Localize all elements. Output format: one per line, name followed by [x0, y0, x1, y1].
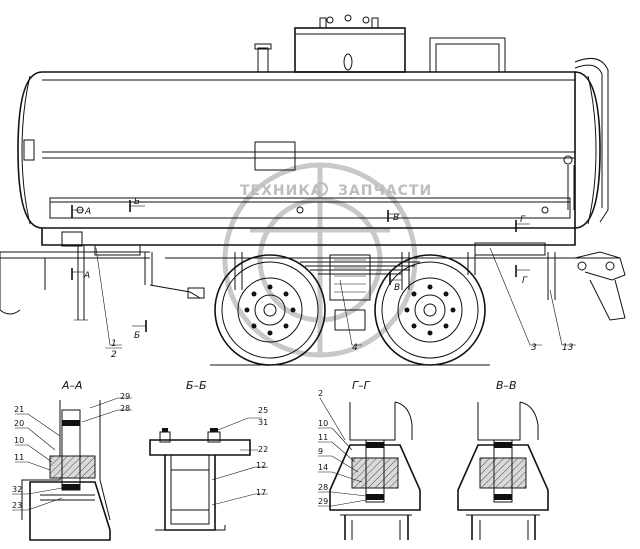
g-callout-14: 14	[318, 463, 328, 472]
marker-a-bottom: А	[83, 271, 90, 281]
section-a-title: А–А	[61, 379, 83, 392]
marker-b-bottom: Б	[134, 331, 140, 341]
section-b-title: Б–Б	[186, 379, 207, 392]
marker-v-top: В	[393, 213, 399, 223]
watermark-cog-icon	[314, 182, 328, 196]
marker-g-top: Г	[520, 215, 526, 225]
section-a-a: А–А 29 28 21 20 10 11 32 23	[12, 379, 132, 541]
g-callout-28: 28	[318, 483, 328, 492]
g-callout-10: 10	[318, 419, 328, 428]
marker-v-bottom: В	[394, 283, 400, 293]
marker-b-top: Б	[134, 197, 140, 207]
b-callout-25: 25	[258, 406, 268, 415]
tank-side-view: А А Б Б В В Г Г 1 2 3 4 13	[0, 14, 626, 366]
g-callout-2: 2	[318, 389, 323, 398]
g-callout-29: 29	[318, 497, 328, 506]
section-v-v: В–В	[457, 379, 549, 540]
marker-g-bottom: Г	[522, 276, 528, 286]
manhole-dome	[294, 27, 406, 73]
main-callouts: 1 2 3 4 13	[95, 247, 576, 360]
a-callout-32: 32	[12, 485, 22, 494]
b-callout-31: 31	[258, 418, 268, 427]
b-callout-12: 12	[256, 461, 266, 470]
g-callout-9: 9	[318, 447, 323, 456]
a-callout-28: 28	[120, 404, 130, 413]
section-g-g: Г–Г 2 10 11 9 14 28 29	[318, 379, 421, 540]
a-callout-10: 10	[14, 436, 24, 445]
callout-13: 13	[562, 343, 574, 353]
a-callout-29: 29	[120, 392, 130, 401]
tank-shell	[42, 71, 576, 229]
a-callout-11: 11	[14, 453, 24, 462]
section-marks: А А Б Б В В Г Г	[71, 197, 530, 341]
wheel-left	[214, 254, 326, 366]
tank-right-end	[574, 71, 601, 229]
wheel-right	[374, 254, 486, 366]
callout-1: 1	[111, 339, 117, 349]
b-callout-17: 17	[256, 488, 266, 497]
watermark-left-text: ТЕХНИКА	[240, 183, 323, 199]
callout-4: 4	[352, 343, 358, 353]
callout-2: 2	[111, 350, 117, 360]
g-callout-11: 11	[318, 433, 328, 442]
watermark-right-text: ЗАПЧАСТИ	[338, 183, 432, 199]
callout-3: 3	[531, 343, 537, 353]
name-plate	[254, 141, 296, 171]
marker-a-top: А	[84, 207, 91, 217]
section-b-b: Б–Б 25 31 22 12 17	[149, 379, 268, 531]
a-callout-23: 23	[12, 501, 22, 510]
b-callout-22: 22	[258, 445, 268, 454]
section-g-title: Г–Г	[352, 379, 371, 392]
a-callout-20: 20	[14, 419, 24, 428]
section-v-title: В–В	[496, 379, 517, 392]
watermark: ТЕХНИКА ЗАПЧАСТИ	[222, 162, 432, 358]
a-callout-21: 21	[14, 405, 24, 414]
